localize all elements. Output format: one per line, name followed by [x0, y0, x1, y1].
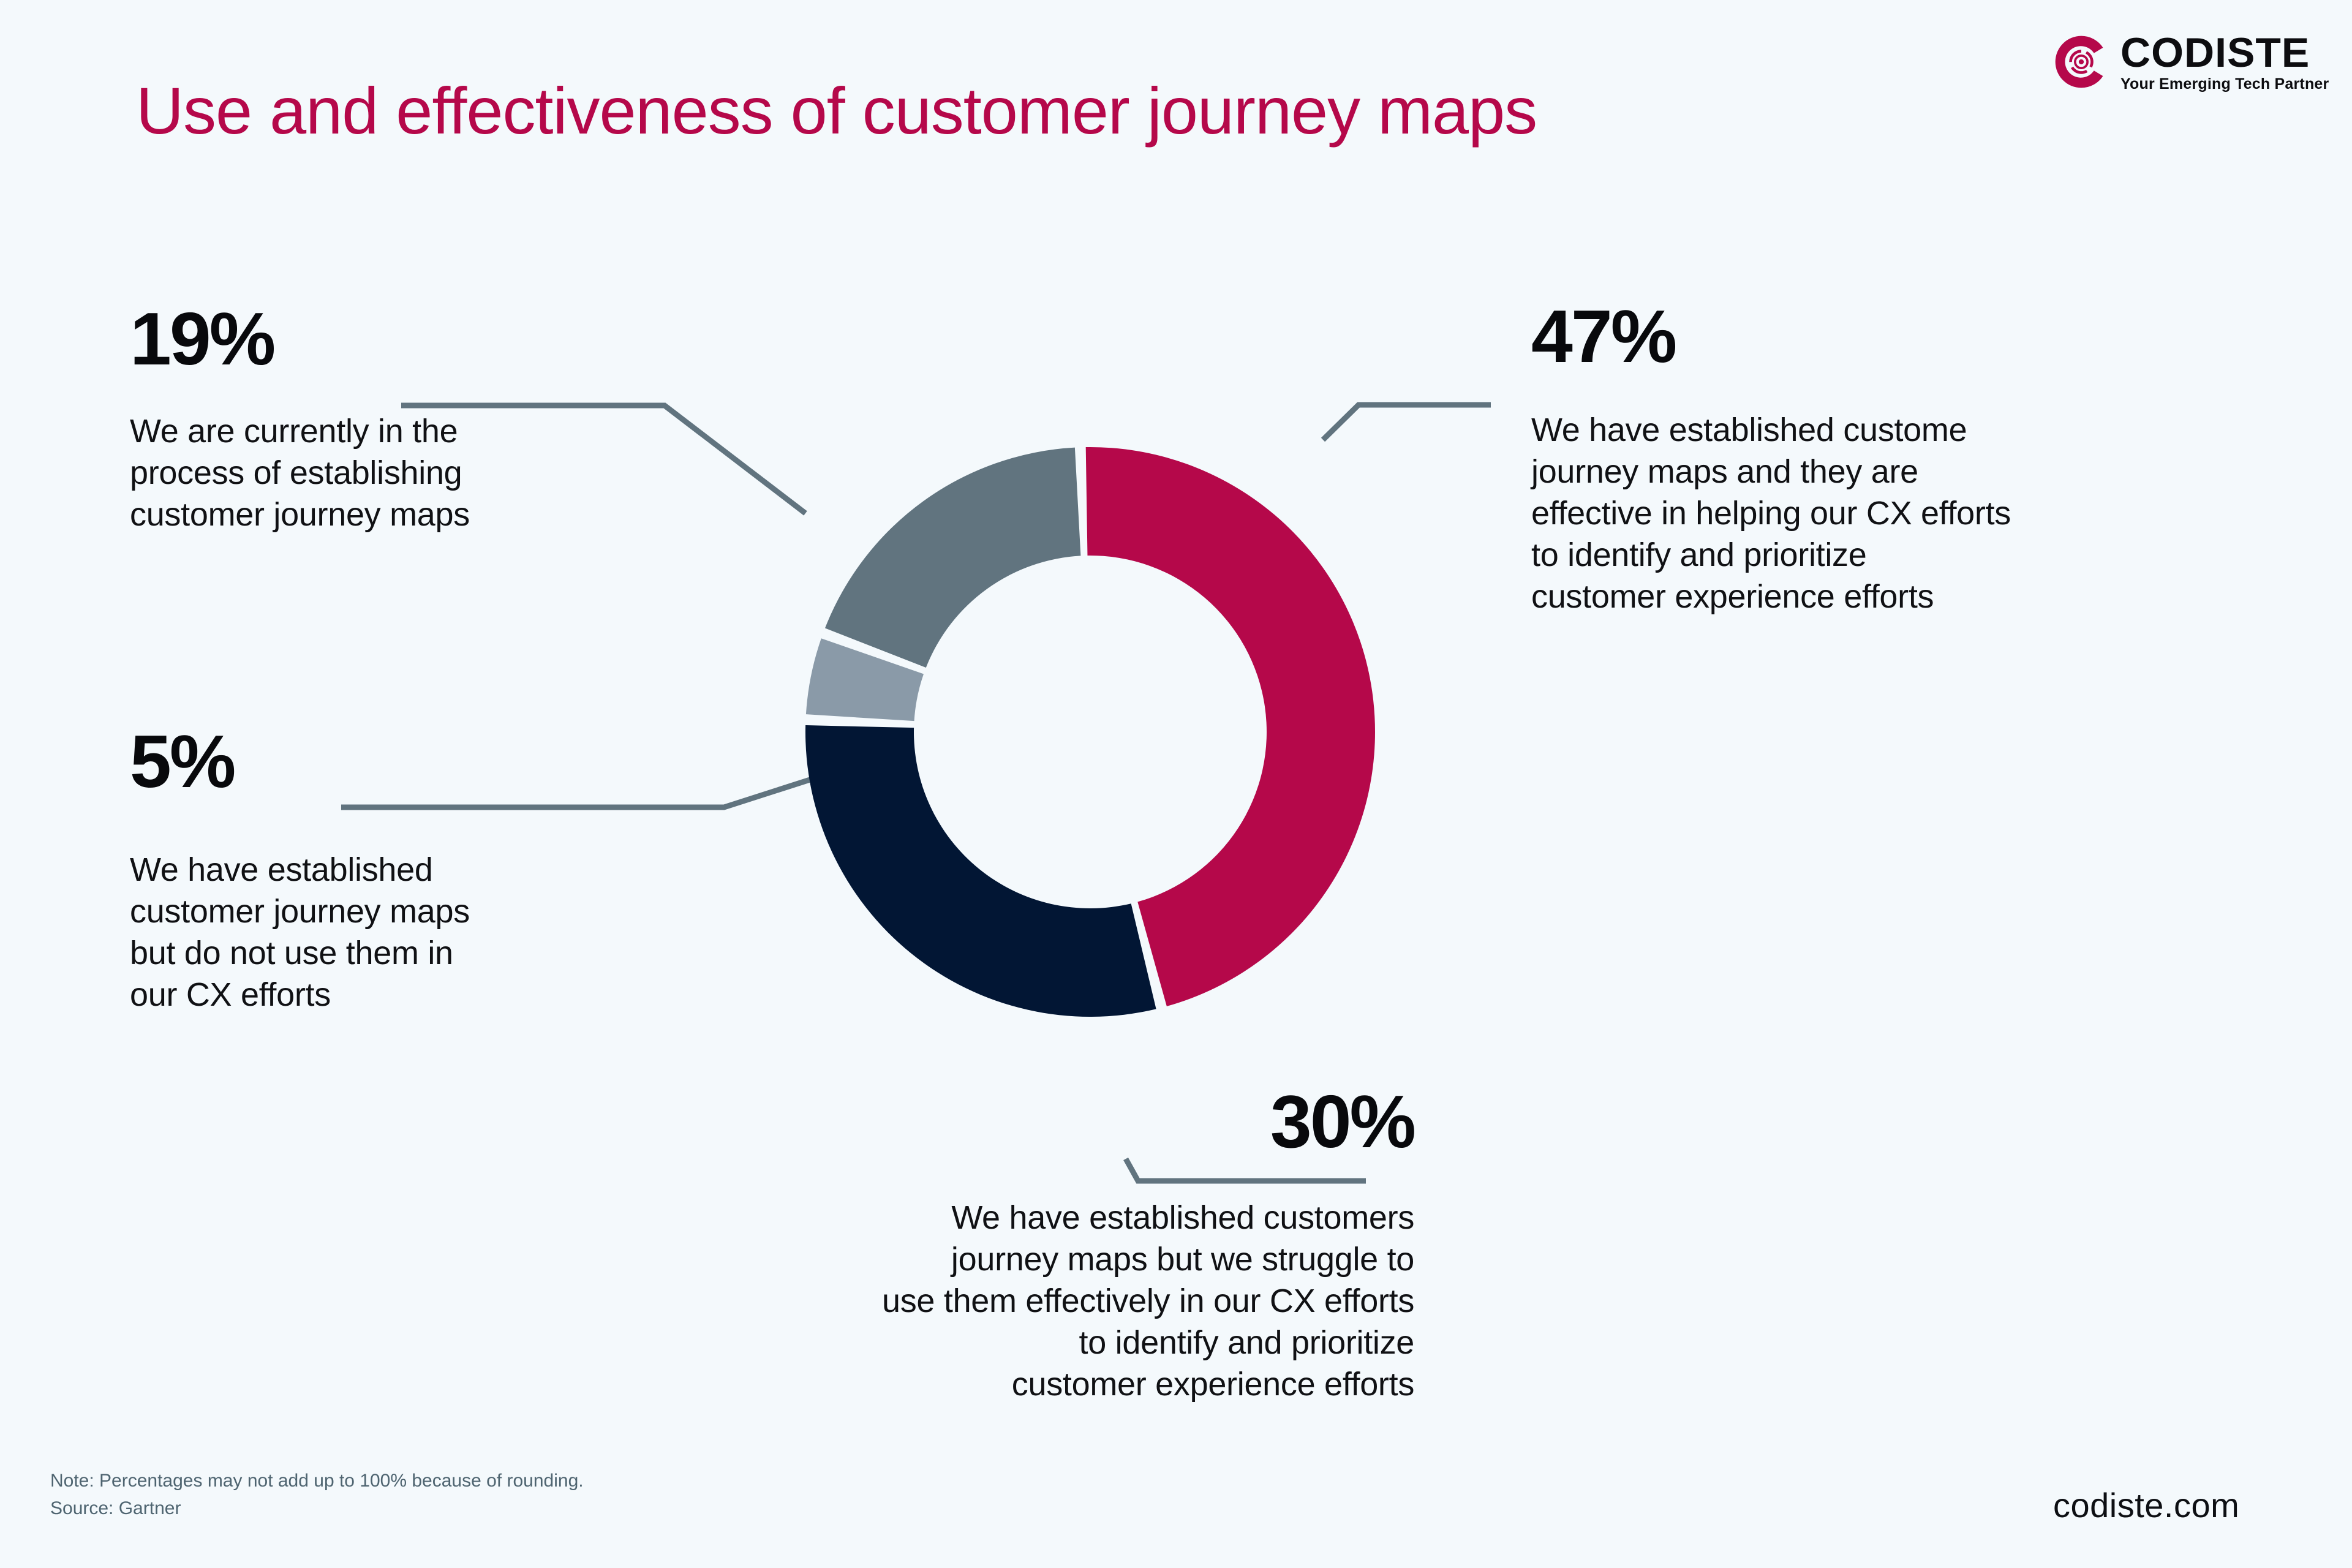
callout-currently-establishing: 19% We are currently in the process of e… [130, 301, 470, 535]
donut-slice-19 [824, 447, 1081, 668]
percent-value-5: 5% [130, 720, 236, 803]
brand-logo[interactable]: CODISTE Your Emerging Tech Partner [2053, 32, 2329, 92]
donut-chart [805, 447, 1376, 1017]
percent-value-19: 19% [130, 297, 276, 380]
donut-slice-30 [805, 725, 1156, 1017]
callout-established-not-used: 5% We have established customer journey … [130, 724, 470, 1016]
percent-description-30: We have established customers journey ma… [882, 1199, 1415, 1403]
website-url[interactable]: codiste.com [2053, 1486, 2240, 1525]
footnote-note-source: Note: Percentages may not add up to 100%… [50, 1471, 584, 1518]
page-title: Use and effectiveness of customer journe… [136, 74, 1537, 148]
percent-description-47: We have established custome journey maps… [1531, 412, 2011, 616]
logo-tagline: Your Emerging Tech Partner [2120, 75, 2329, 92]
percent-description-5: We have established customer journey map… [130, 851, 470, 1014]
donut-slice-47 [1085, 447, 1376, 1006]
callout-established-effective: 47% We have established custome journey … [1531, 299, 2011, 617]
percent-value-30: 30% [1270, 1080, 1416, 1163]
percent-description-19: We are currently in the process of estab… [130, 413, 470, 533]
callout-established-struggle: 30% We have established customers journe… [882, 1080, 1416, 1405]
codiste-c-ring-logo-icon [2055, 36, 2103, 88]
donut-slice-5 [805, 638, 924, 722]
logo-wordmark: CODISTE [2120, 29, 2310, 76]
percent-value-47: 47% [1531, 295, 1677, 378]
